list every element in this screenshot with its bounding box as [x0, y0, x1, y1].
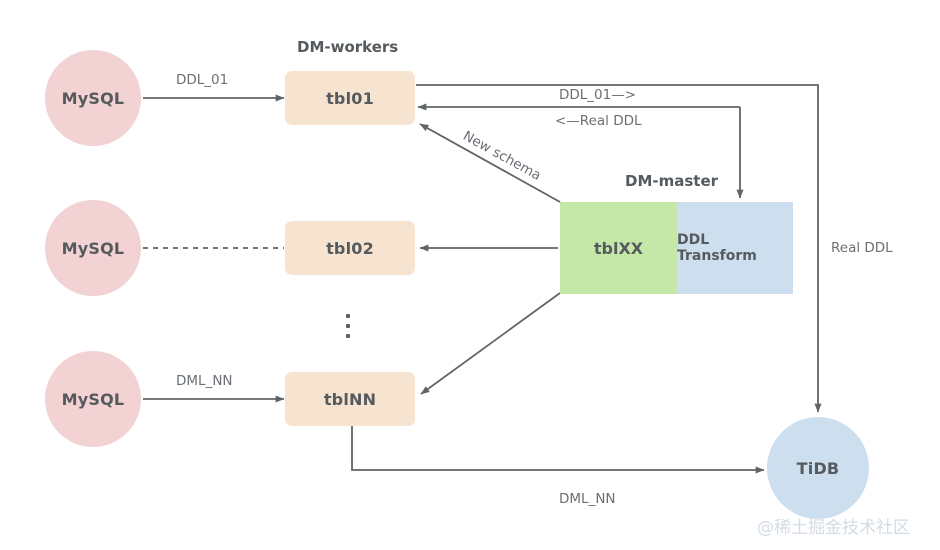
node-ddl-transform-label: DDL Transform — [677, 232, 757, 264]
ellipsis-dot — [346, 334, 350, 338]
edge-tblxx-to-tbl01-newschema — [419, 123, 561, 203]
node-worker-tbl01[interactable]: tbl01 — [285, 71, 415, 125]
node-worker-tblnn[interactable]: tblNN — [285, 372, 415, 426]
watermark-text: @稀土掘金技术社区 — [757, 518, 910, 538]
group-title-dm-master: DM-master — [625, 172, 719, 190]
node-dm-master[interactable]: tblXX DDL Transform — [560, 202, 793, 294]
node-mysql-2-label: MySQL — [61, 238, 125, 258]
node-ddl-transform[interactable]: DDL Transform — [677, 202, 793, 294]
node-mysql-2[interactable]: MySQL — [45, 200, 141, 296]
node-mysql-1-label: MySQL — [61, 88, 125, 108]
edge-label-ddl01-source: DDL_01 — [176, 72, 229, 88]
node-mysql-3-label: MySQL — [61, 389, 125, 409]
ellipsis-dot — [346, 324, 350, 328]
node-tidb-label: TiDB — [796, 458, 840, 478]
node-master-tblxx[interactable]: tblXX — [560, 202, 677, 294]
edge-label-dmlnn-bottom: DML_NN — [559, 491, 616, 507]
ellipsis-dot — [346, 314, 350, 318]
node-tidb[interactable]: TiDB — [767, 417, 869, 519]
edge-tblxx-to-tblnn — [420, 292, 561, 395]
edge-tblnn-to-tidb-dmlnn — [351, 426, 765, 474]
node-master-tblxx-label: tblXX — [593, 238, 644, 258]
group-title-dm-workers: DM-workers — [297, 38, 399, 56]
node-worker-tbl01-label: tbl01 — [326, 88, 374, 108]
node-mysql-3[interactable]: MySQL — [45, 351, 141, 447]
edge-label-real-ddl-right: Real DDL — [831, 240, 893, 256]
node-worker-tbl02-label: tbl02 — [326, 238, 374, 258]
edge-label-real-ddl-back: <—Real DDL — [555, 113, 642, 129]
vertical-ellipsis-icon — [346, 314, 350, 338]
edge-label-new-schema: New schema — [460, 128, 544, 184]
node-mysql-1[interactable]: MySQL — [45, 50, 141, 146]
edge-label-dmlnn-source: DML_NN — [176, 373, 233, 389]
node-worker-tbl02[interactable]: tbl02 — [285, 221, 415, 275]
node-worker-tblnn-label: tblNN — [323, 389, 377, 409]
edge-label-ddl01-up: DDL_01—> — [559, 87, 637, 103]
